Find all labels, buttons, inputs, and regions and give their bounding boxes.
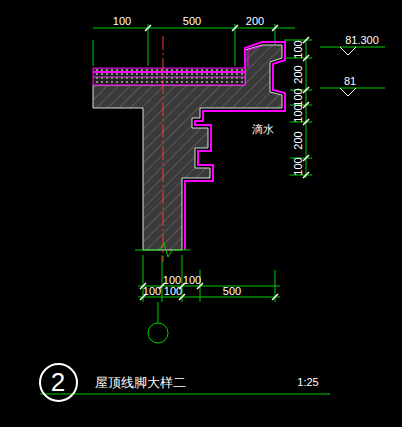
dimension-label: 100 <box>183 275 201 286</box>
dimension-label: 200 <box>292 131 303 149</box>
note-label: 滴水 <box>252 124 274 135</box>
detail-number-circle: 2 <box>39 363 78 402</box>
dimension-label: 100 <box>292 157 303 175</box>
elevation-label: 81.300 <box>345 35 379 46</box>
dimension-label: 200 <box>246 16 264 27</box>
dimension-label: 500 <box>223 286 241 297</box>
elevation-label: 81 <box>344 76 356 87</box>
dimension-label: 100 <box>163 275 181 286</box>
scale-label: 1:25 <box>297 377 318 388</box>
detail-number: 2 <box>51 367 65 398</box>
dimension-label: 100 <box>292 104 303 122</box>
dimension-label: 100 <box>113 16 131 27</box>
dimension-label: 100 <box>292 88 303 106</box>
dimension-label: 100 <box>143 286 161 297</box>
dimension-label: 500 <box>183 16 201 27</box>
drawing-title: 屋顶线脚大样二 <box>95 376 186 389</box>
dimension-label: 200 <box>292 65 303 83</box>
dimension-label: 100 <box>164 286 182 297</box>
dimension-label: 100 <box>292 40 303 58</box>
